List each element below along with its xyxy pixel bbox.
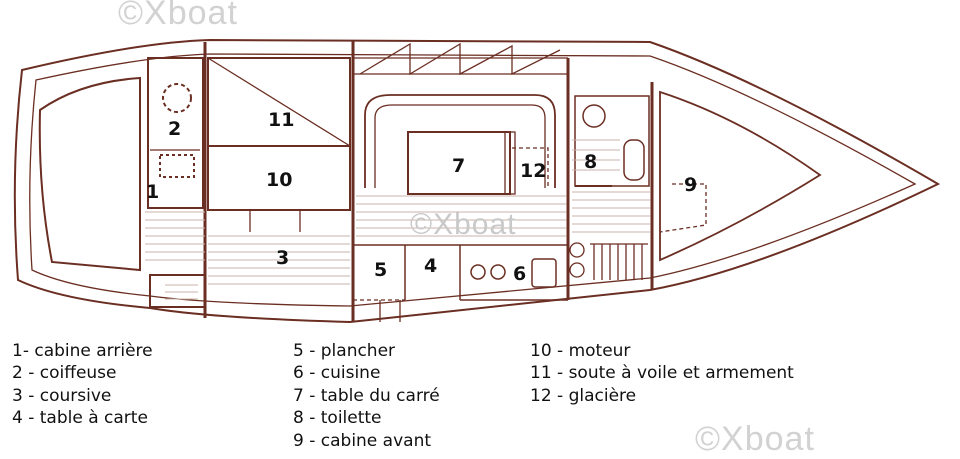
room-label-11: 11 [268,109,294,131]
legend-item: 10 - moteur [530,341,631,361]
forward-berth [659,90,822,262]
room-label-1: 1 [146,181,159,203]
saloon-table [407,131,511,195]
head-toilet [623,139,645,181]
legend-column-3: 10 - moteur 11 - soute à voile et armeme… [530,340,794,407]
legend-item: 1- cabine arrière [12,341,153,361]
room-label-7: 7 [452,155,465,177]
room-label-5: 5 [374,259,387,281]
room-label-9: 9 [684,174,697,196]
room-label-10: 10 [266,169,292,191]
top-locker-zigzag [359,42,561,76]
aft-cabin-berth [38,76,141,272]
legend: 1- cabine arrière 2 - coiffeuse 3 - cour… [0,340,960,457]
watermark-middle: ©Xboat [410,208,517,241]
legend-item: 2 - coiffeuse [12,363,117,384]
legend-item: 8 - toilette [293,408,382,429]
aft-hatch [149,274,206,308]
room-label-8: 8 [584,151,597,173]
room-label-6: 6 [513,263,526,285]
stove-burner-1 [470,264,486,280]
boat-deck-plan: 1 2 3 4 5 6 7 8 9 10 11 12 [13,38,941,324]
aft-cabin-block [147,57,204,209]
room-label-12: 12 [520,160,546,182]
head-basin [582,104,606,128]
legend-item: 7 - table du carré [293,385,440,406]
legend-column-1: 1- cabine arrière 2 - coiffeuse 3 - cour… [12,340,153,430]
room-label-4: 4 [424,255,437,277]
hanging-locker [590,243,648,280]
legend-column-2: 5 - plancher 6 - cuisine 7 - table du ca… [293,340,440,452]
hull-outline [13,38,941,324]
legend-item: 5 - plancher [293,341,396,361]
watermark-top: ©Xboat [118,0,238,32]
legend-item: 3 - coursive [12,385,112,406]
legend-item: 6 - cuisine [293,363,381,384]
stove-burner-2 [490,264,506,280]
galley-sink [531,258,557,288]
hull-inner-line [29,53,917,307]
ice-box-dashed [512,147,549,188]
floor-planks [145,139,650,300]
forward-dashed [659,183,707,233]
stool-box [159,154,195,178]
room-label-3: 3 [276,247,289,269]
legend-item: 11 - soute à voile et armement [530,363,794,384]
legend-item: 12 - glacière [530,385,637,406]
watermark-bottom: ©Xboat [695,420,815,458]
saloon-settee [364,94,556,188]
legend-item: 4 - table à carte [12,408,148,429]
room-label-2: 2 [168,118,181,140]
vanity-circle [162,83,192,113]
legend-item: 9 - cabine avant [293,430,432,451]
